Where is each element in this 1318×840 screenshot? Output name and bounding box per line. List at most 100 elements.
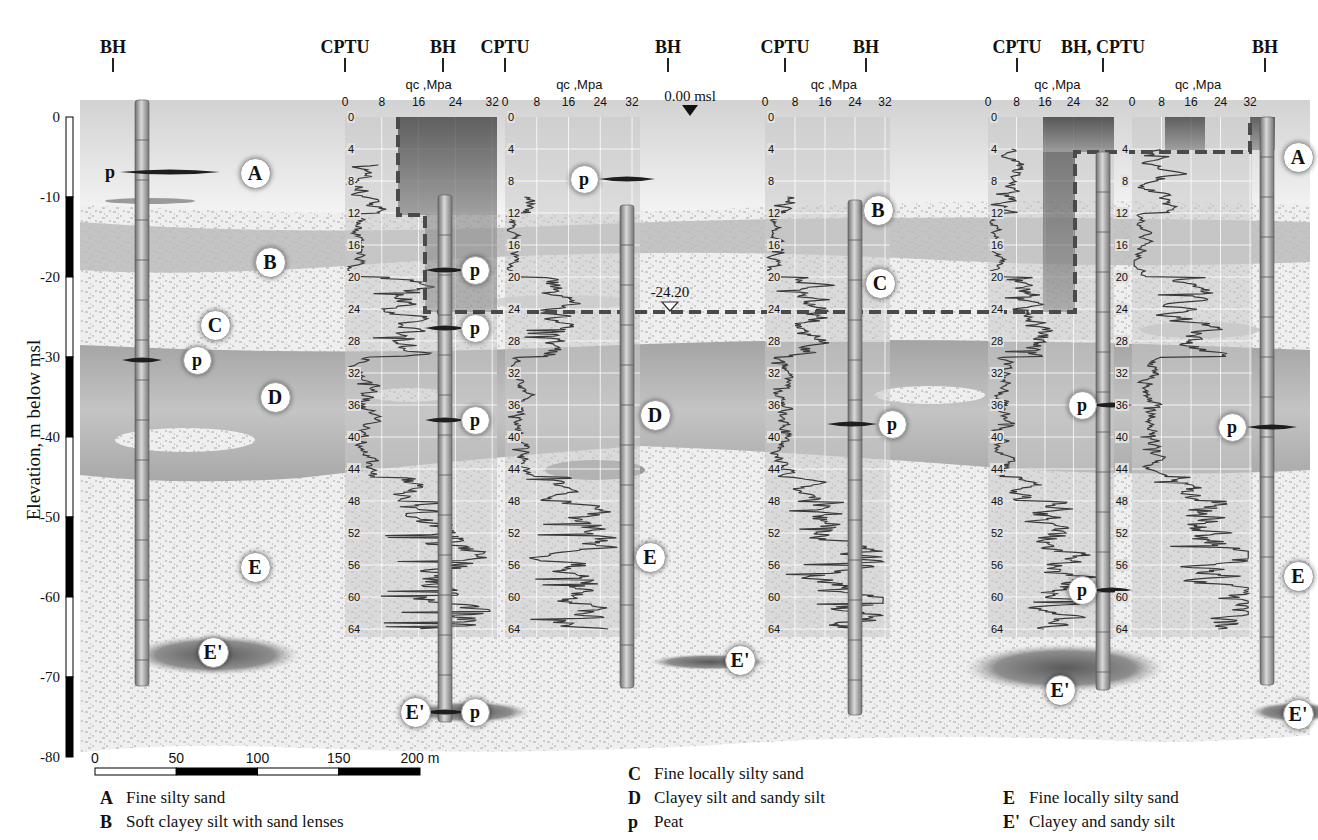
depth-label: 32: [767, 367, 781, 379]
layer-marker: C: [865, 268, 896, 299]
sample-mark: [1260, 477, 1274, 478]
marker-letter: p: [1077, 580, 1087, 601]
bar-segment: [339, 768, 420, 775]
layer-marker: E': [1045, 675, 1076, 706]
sample-mark: [135, 220, 149, 221]
sample-mark: [135, 540, 149, 541]
marker-letter: p: [1077, 395, 1087, 416]
sample-mark: [1260, 197, 1274, 198]
header-tick: [1264, 58, 1266, 72]
sample-mark: [438, 395, 452, 396]
sample-mark: [438, 315, 452, 316]
grid-line: [988, 437, 1114, 438]
level-marker: [682, 105, 698, 116]
sample-mark: [1260, 157, 1274, 158]
grid-line: [1016, 117, 1017, 637]
header-tick: [112, 58, 114, 72]
borehole-column: [620, 205, 634, 688]
grid-line: [1250, 117, 1251, 637]
tick-label: 0: [502, 95, 509, 109]
depth-label: 16: [990, 239, 1004, 251]
depth-label: 28: [1115, 335, 1129, 347]
depth-label: 8: [1121, 175, 1129, 187]
column-header: CPTU: [761, 37, 810, 58]
depth-label: 56: [1115, 559, 1129, 571]
peat-lens: [425, 418, 465, 423]
sample-mark: [135, 340, 149, 341]
sample-mark: [1096, 552, 1110, 553]
depth-label: 0: [507, 111, 515, 123]
grid-line: [345, 373, 497, 374]
tick-label: 16: [818, 95, 831, 109]
sample-mark: [135, 380, 149, 381]
legend-key: p: [628, 812, 638, 833]
bar-segment: [66, 437, 73, 517]
layer-marker: B: [255, 247, 286, 278]
bar-segment: [66, 677, 73, 757]
sample-mark: [848, 520, 862, 521]
depth-label: 40: [990, 431, 1004, 443]
grid-line: [1132, 405, 1252, 406]
header-tick: [442, 58, 444, 72]
peat-lens: [120, 170, 220, 175]
depth-label: 52: [1115, 527, 1129, 539]
elevation-bar: [66, 117, 73, 757]
cptu-plot: [1132, 117, 1252, 637]
tick-label: 0: [342, 95, 349, 109]
grid-line: [1132, 245, 1252, 246]
scale-bar: [95, 768, 420, 775]
sample-mark: [1096, 472, 1110, 473]
depth-label: 28: [767, 335, 781, 347]
legend-text: Fine locally silty sand: [654, 764, 804, 784]
peat-lens: [599, 177, 655, 182]
sample-mark: [135, 300, 149, 301]
grid-line: [765, 533, 890, 534]
borehole-column: [1096, 152, 1110, 690]
sample-mark: [1096, 232, 1110, 233]
axis-title: qc ,Mpa: [1034, 77, 1080, 92]
sample-mark: [438, 675, 452, 676]
marker-letter: E': [1051, 679, 1070, 702]
depth-label: 16: [347, 239, 361, 251]
peat-marker: p: [1068, 576, 1097, 605]
cone-resistance-trace: [767, 197, 883, 629]
legend-text: Clayey silt and sandy silt: [654, 788, 825, 808]
depth-label: 12: [1115, 207, 1129, 219]
depth-label: 12: [507, 207, 521, 219]
plot-panel: [1132, 117, 1252, 637]
sample-mark: [1096, 192, 1110, 193]
sample-mark: [1096, 432, 1110, 433]
depth-label: 60: [990, 591, 1004, 603]
sample-mark: [848, 400, 862, 401]
peat-lens: [425, 710, 465, 715]
sample-mark: [438, 355, 452, 356]
bar-segment: [66, 597, 73, 677]
sample-mark: [848, 440, 862, 441]
legend-text: Fine silty sand: [126, 788, 225, 808]
depth-label: 64: [990, 623, 1004, 635]
tick-label: 8: [1158, 95, 1165, 109]
depth-label: 48: [990, 495, 1004, 507]
header-ticks: [113, 58, 1265, 72]
sample-mark: [1260, 397, 1274, 398]
bar-segment: [95, 768, 176, 775]
grid-line: [765, 437, 890, 438]
depth-label: 56: [507, 559, 521, 571]
layer-marker: A: [240, 158, 271, 189]
marker-letter: E': [406, 701, 425, 724]
marker-letter: B: [263, 251, 276, 274]
header-tick: [667, 58, 669, 72]
axis-title: qc ,Mpa: [811, 77, 857, 92]
excavation-block: [1043, 117, 1114, 152]
marker-letter: p: [1227, 417, 1237, 438]
marker-letter: p: [470, 260, 480, 281]
header-tick: [1102, 58, 1104, 72]
legend-text: Peat: [654, 812, 683, 832]
depth-label: 56: [347, 559, 361, 571]
legend-key: E': [1003, 812, 1020, 833]
depth-label: 20: [347, 271, 361, 283]
depth-label: 40: [347, 431, 361, 443]
peat-marker: p: [1218, 413, 1247, 442]
grid-line: [1132, 629, 1252, 630]
marker-letter: B: [871, 199, 884, 222]
